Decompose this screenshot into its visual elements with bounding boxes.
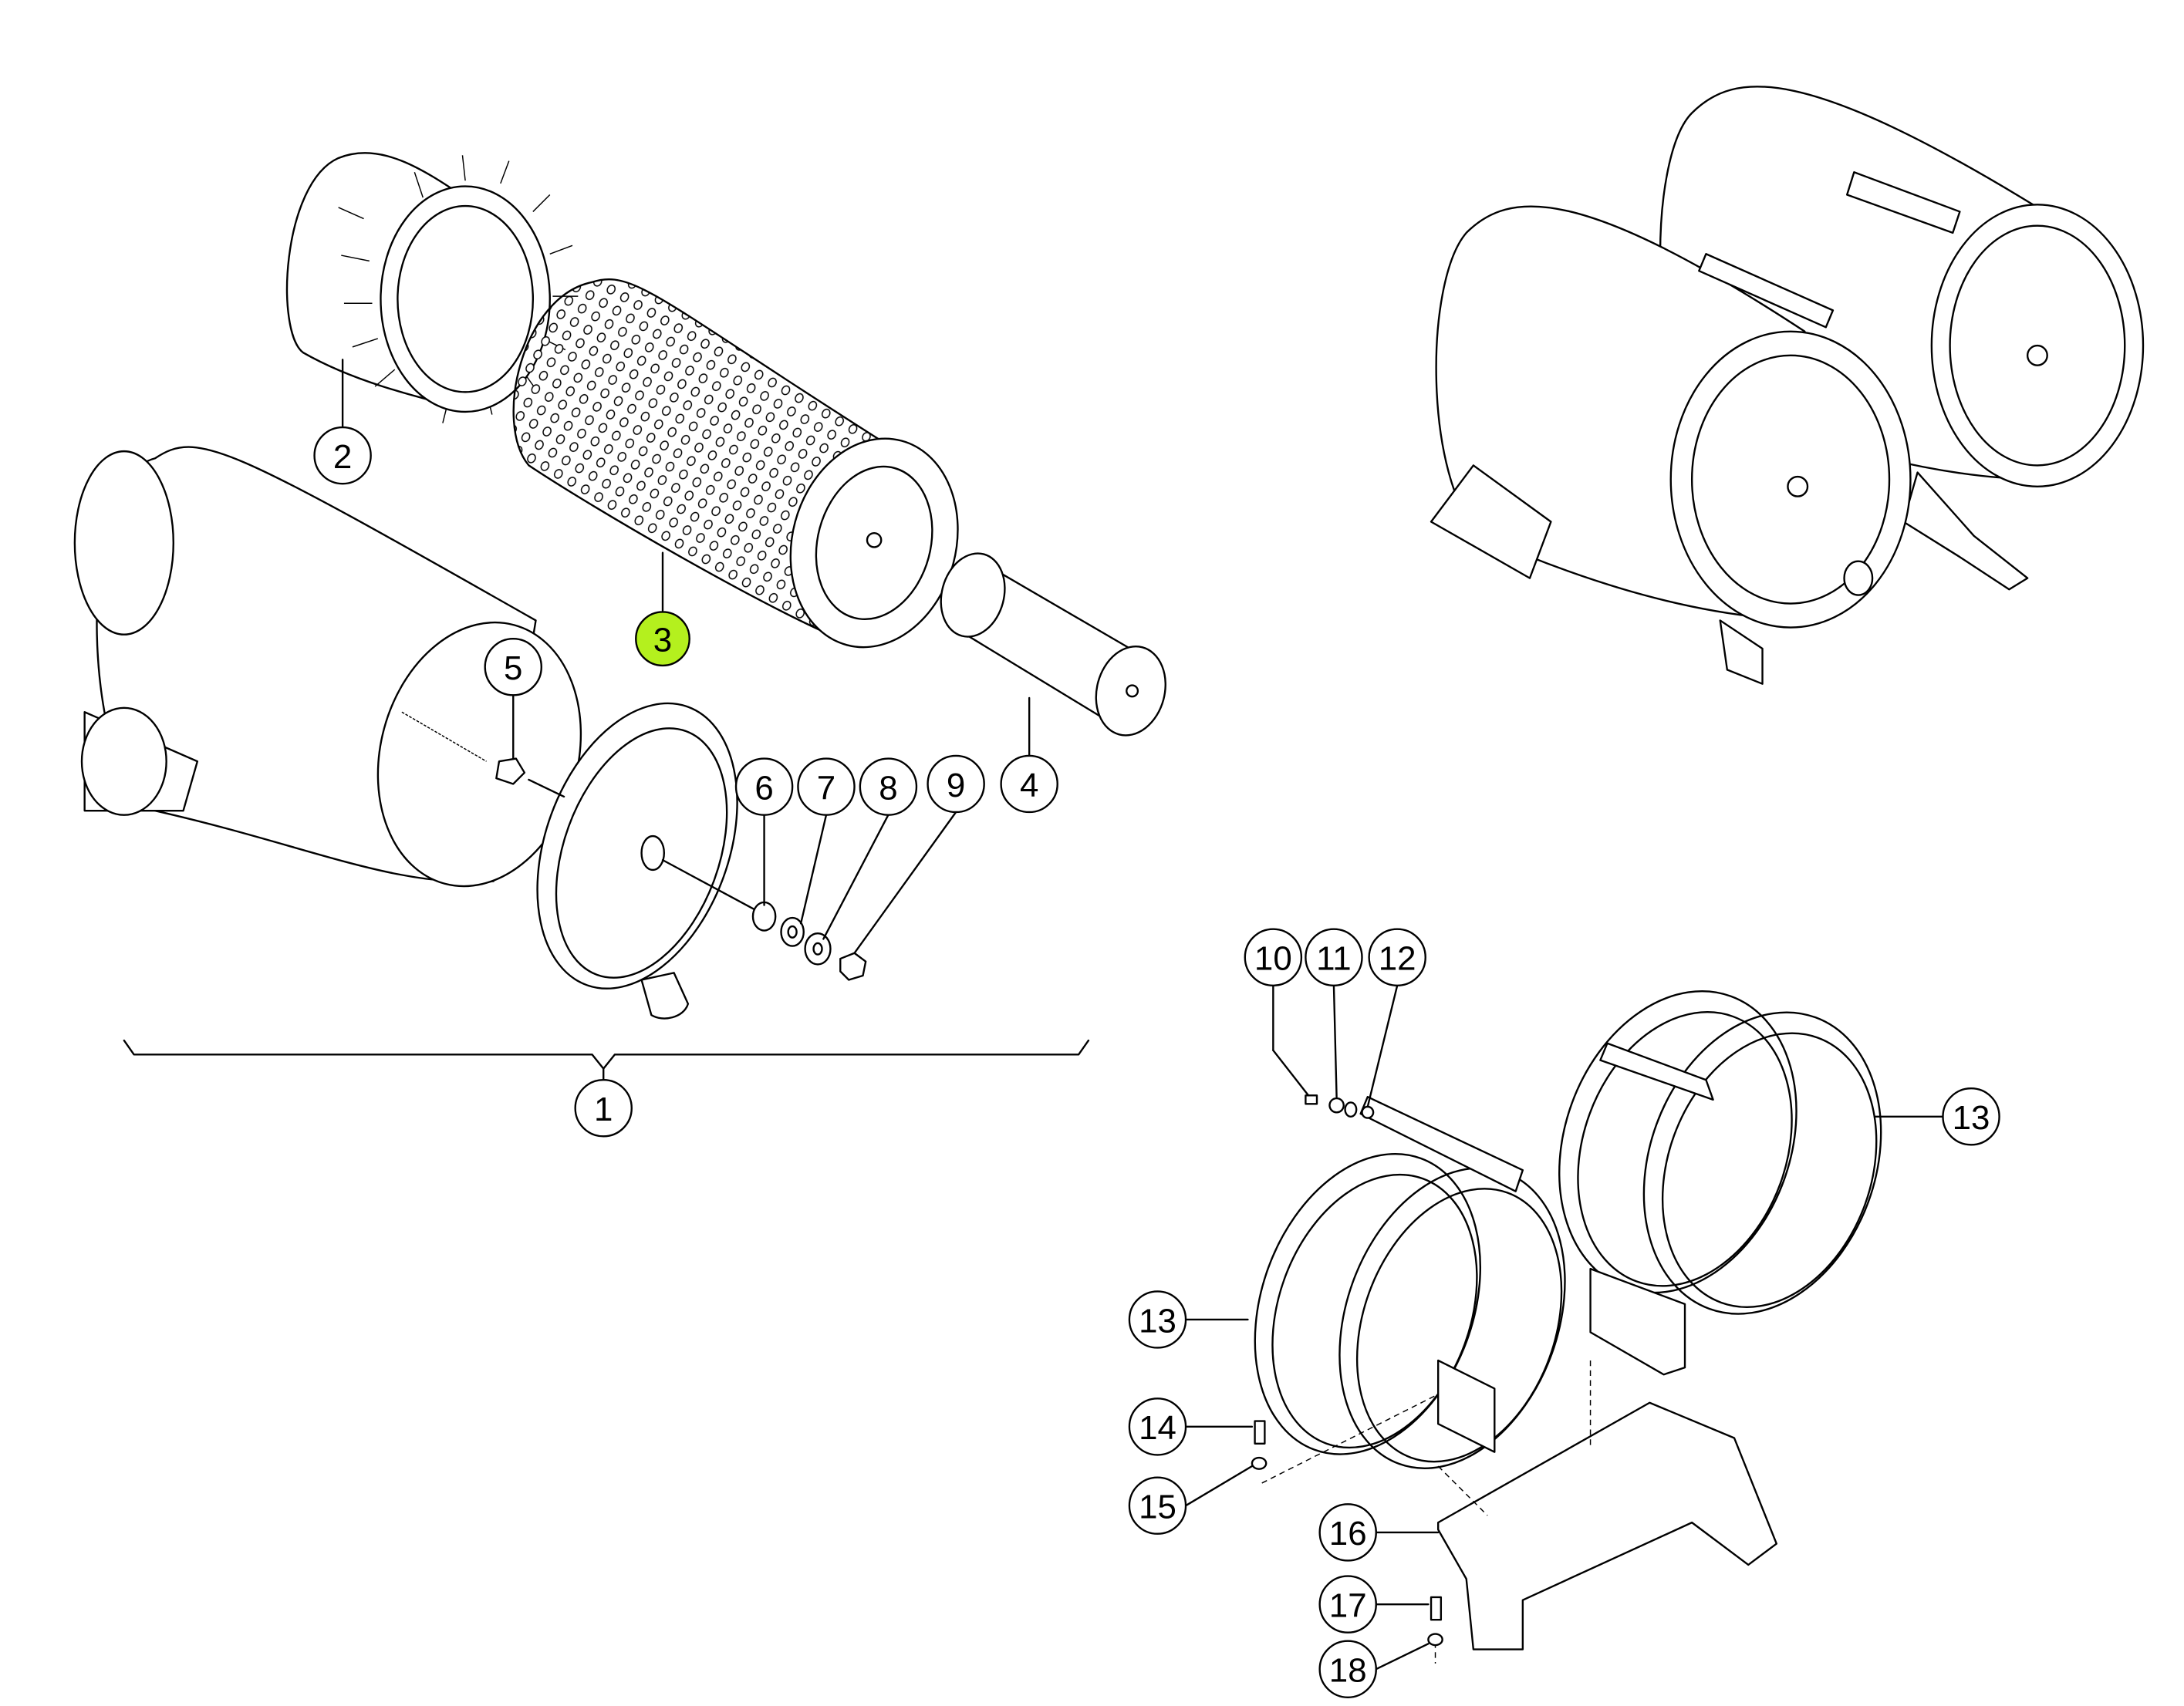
svg-text:8: 8 — [879, 769, 897, 807]
callout-13-left[interactable]: 13 — [1128, 1290, 1187, 1349]
precleaner-part[interactable] — [285, 152, 579, 423]
callout-14[interactable]: 14 — [1128, 1398, 1187, 1456]
callout-10[interactable]: 10 — [1244, 928, 1303, 986]
callout-8[interactable]: 8 — [859, 757, 918, 816]
leader-lines — [341, 359, 1944, 1671]
callout-12[interactable]: 12 — [1368, 928, 1426, 986]
svg-text:12: 12 — [1379, 940, 1416, 978]
callout-13-top[interactable]: 13 — [1942, 1087, 2000, 1146]
svg-text:3: 3 — [653, 622, 672, 659]
svg-text:13: 13 — [1139, 1302, 1176, 1340]
callout-6[interactable]: 6 — [734, 757, 794, 816]
callout-9[interactable]: 9 — [927, 754, 985, 814]
svg-text:5: 5 — [504, 649, 522, 687]
assembled-view[interactable] — [1430, 86, 2145, 685]
svg-text:18: 18 — [1329, 1652, 1367, 1690]
callout-18[interactable]: 18 — [1318, 1640, 1377, 1698]
mounting-bracket-part[interactable] — [1215, 958, 1921, 1664]
callout-5[interactable]: 5 — [484, 638, 542, 696]
housing-cover-part[interactable] — [501, 676, 775, 1020]
callout-1[interactable]: 1 — [574, 1079, 633, 1138]
svg-text:4: 4 — [1020, 767, 1038, 804]
svg-text:2: 2 — [333, 438, 352, 476]
callout-7[interactable]: 7 — [797, 757, 856, 816]
svg-text:9: 9 — [947, 767, 965, 804]
svg-text:17: 17 — [1329, 1586, 1367, 1624]
svg-text:11: 11 — [1316, 940, 1352, 978]
callout-11[interactable]: 11 — [1305, 928, 1363, 986]
svg-text:13: 13 — [1953, 1099, 1990, 1137]
washers-parts[interactable] — [751, 901, 867, 981]
safety-element-part[interactable] — [932, 546, 1175, 743]
svg-text:10: 10 — [1254, 940, 1292, 978]
svg-text:15: 15 — [1139, 1489, 1176, 1526]
svg-text:1: 1 — [594, 1091, 613, 1128]
callout-17[interactable]: 17 — [1318, 1575, 1377, 1634]
callout-3-selected[interactable]: 3 — [635, 611, 690, 667]
callout-15[interactable]: 15 — [1128, 1476, 1187, 1535]
callout-2[interactable]: 2 — [313, 426, 372, 485]
svg-text:6: 6 — [754, 769, 773, 807]
svg-text:7: 7 — [817, 769, 835, 807]
svg-text:16: 16 — [1329, 1515, 1367, 1553]
svg-text:14: 14 — [1139, 1409, 1176, 1447]
callout-4[interactable]: 4 — [1000, 754, 1058, 814]
assembly-bracket-line — [123, 1039, 1090, 1070]
air-cleaner-housing-part[interactable] — [73, 446, 609, 909]
callout-16[interactable]: 16 — [1318, 1503, 1377, 1562]
filter-element-part[interactable] — [512, 278, 981, 666]
